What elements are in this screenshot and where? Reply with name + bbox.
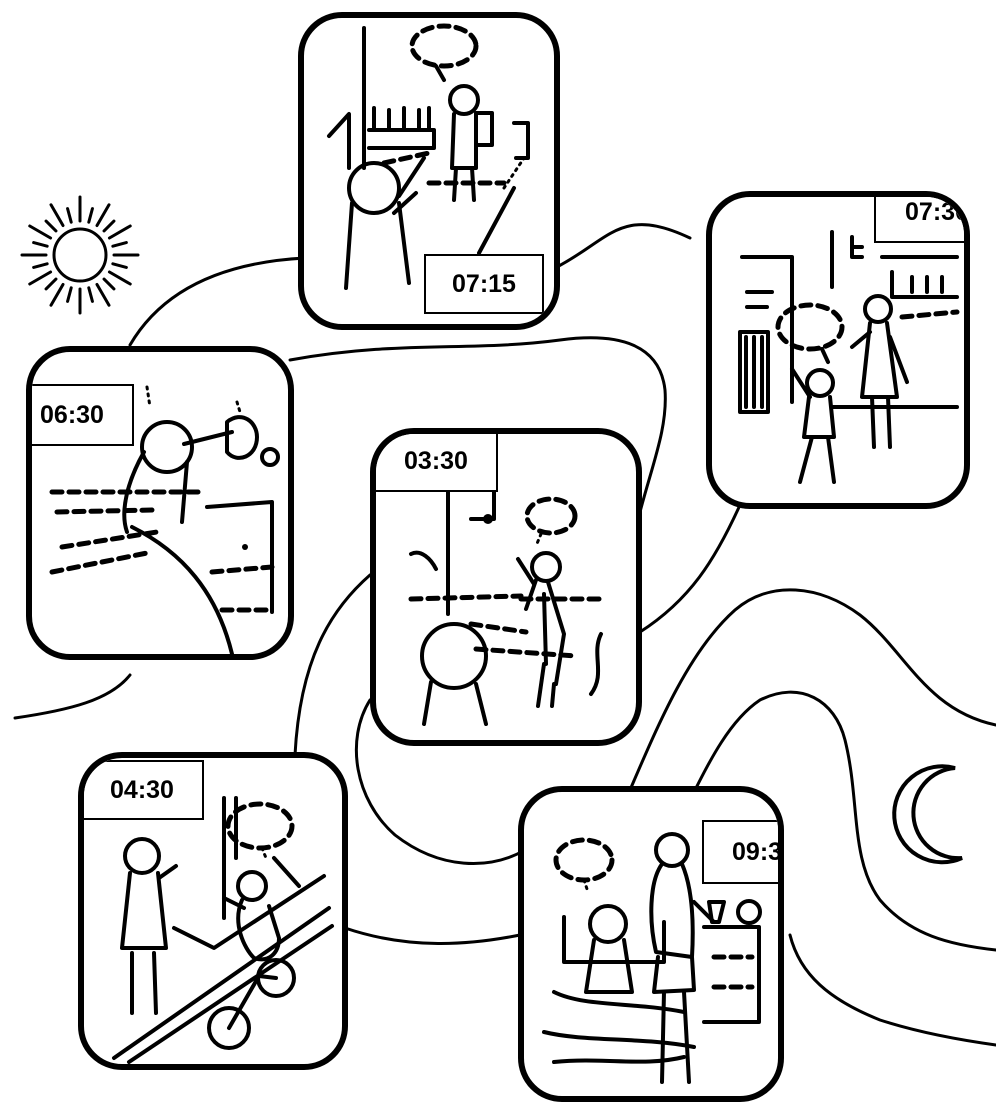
sun-ray [104,279,114,289]
time-label: 07:15 [424,254,544,314]
scene-0330-panel: 03:30 [370,428,642,746]
scene-0430-panel: 04:30 [78,752,348,1070]
sun-ray [89,209,93,223]
sun-ray [109,226,130,238]
sun-ray [68,288,72,302]
time-label: 09:30 [702,820,784,884]
time-label: 06:30 [26,384,134,446]
sun-ray [30,226,51,238]
sun-ray [89,288,93,302]
sun-ray [113,243,127,247]
sun-ray [34,264,48,268]
crescent-moon-icon [894,766,962,862]
sun-icon [22,197,138,313]
sun-ray [34,243,48,247]
scene-0715-panel: 07:15 [298,12,560,330]
time-label: 07:30 [874,191,970,243]
scene-0630-panel: 06:30 [26,346,294,660]
sun-ray [51,205,63,226]
sun-ray [68,209,72,223]
sun-ray [46,279,56,289]
sun-ray [46,221,56,231]
sun-ray [104,221,114,231]
sun-ray [97,205,109,226]
scene-0930-panel: 09:30 [518,786,784,1102]
sun-ray [109,272,130,284]
scene-0730-panel: 07:30 [706,191,970,509]
sun-ray [30,272,51,284]
sun-ray [113,264,127,268]
sun-ray [97,284,109,305]
time-label: 04:30 [80,760,204,820]
sun-ray [51,284,63,305]
time-label: 03:30 [374,430,498,492]
